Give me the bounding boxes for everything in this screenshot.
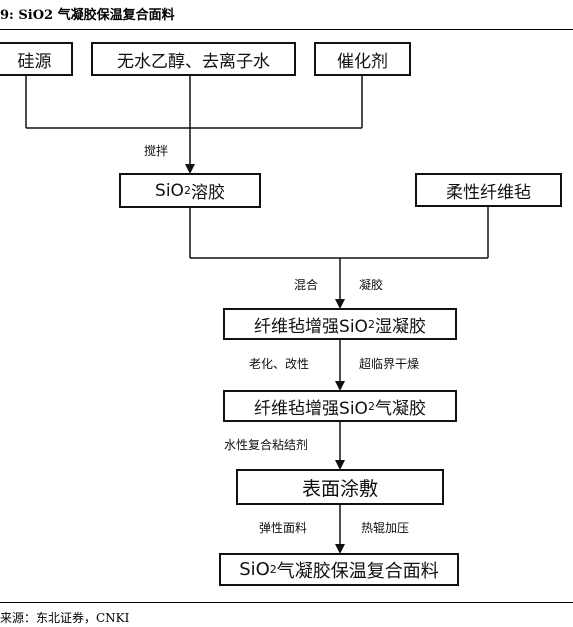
source-note: 来源：东北证券，CNKI <box>0 611 130 625</box>
label-hot-press: 热辊加压 <box>361 521 410 535</box>
label-mix: 混合 <box>294 278 319 292</box>
label-adhesive: 水性复合粘结剂 <box>224 438 309 452</box>
label-elastic-fabric: 弹性面料 <box>259 521 308 535</box>
node-ethanol-water: 无水乙醇、去离子水 <box>91 42 296 76</box>
label-gel: 凝胶 <box>359 278 384 292</box>
node-silicon-source: 硅源 <box>0 42 73 76</box>
label-stir: 搅拌 <box>144 144 169 158</box>
node-surface-coating: 表面涂敷 <box>236 469 444 505</box>
title-rule <box>0 29 573 30</box>
figure-title-text: SiO2 气凝胶保温复合面料 <box>18 8 175 23</box>
node-catalyst: 催化剂 <box>314 42 411 76</box>
label-supercritical: 超临界干燥 <box>359 357 420 371</box>
figure-title: 9: SiO2 气凝胶保温复合面料 <box>0 6 573 26</box>
figure-number: 9: <box>0 8 14 23</box>
footer-rule <box>0 602 573 603</box>
label-aging: 老化、改性 <box>249 357 310 371</box>
node-flexible-felt: 柔性纤维毡 <box>415 173 562 207</box>
